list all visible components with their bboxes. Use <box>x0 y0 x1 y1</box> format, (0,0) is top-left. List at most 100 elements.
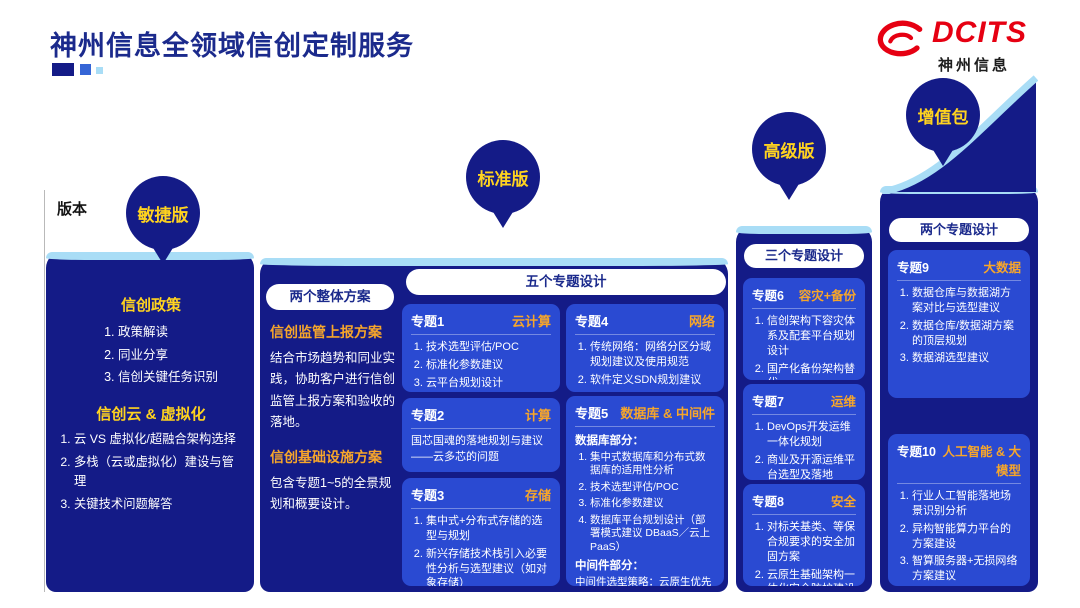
wave-decoration <box>882 75 1038 194</box>
badge-addon: 增值包 <box>906 78 980 152</box>
card-header: 专题7 运维 <box>752 391 856 415</box>
card-header: 专题9 大数据 <box>897 257 1021 281</box>
card-topic-9-big-data: 专题9 大数据 数据仓库与数据湖方案对比与选型建议 数据仓库/数据湖方案的顶层规… <box>888 250 1030 398</box>
deco-square-2 <box>80 64 91 75</box>
badge-standard-label: 标准版 <box>477 169 529 189</box>
middleware-sub-label: 中间件部分： <box>575 560 644 573</box>
topic-name: 安全 <box>830 495 856 509</box>
list-item: 商业及开源运维平台选型及落地 <box>767 453 856 480</box>
list-item: 技术选型评估/POC <box>426 340 551 355</box>
list-item: 异构智能算力平台的方案建设 <box>912 522 1021 552</box>
card-topic-5-database-middleware: 专题5 数据库 & 中间件 数据库部分： 集中式数据库和分布式数据库的适用性分析… <box>566 396 724 586</box>
topic-id: 专题6 <box>752 289 784 303</box>
topic-list: 行业人工智能落地场景识别分析 异构智能算力平台的方案建设 智算服务器+无损网络方… <box>897 489 1021 586</box>
database-sub-label: 数据库部分： <box>575 435 644 447</box>
list-item: 行业人工智能落地场景识别分析 <box>912 489 1021 519</box>
card-topic-10-ai-large-model: 专题10 人工智能 & 大模型 行业人工智能落地场景识别分析 异构智能算力平台的… <box>888 434 1030 586</box>
list-item: 集中式数据库和分布式数据库的适用性分析 <box>590 451 715 478</box>
block-title-infrastructure: 信创基础设施方案 <box>270 449 382 465</box>
pill-five-topics: 五个专题设计 <box>406 269 726 295</box>
panel-agile: 信创政策 政策解读 同业分享 信创关键任务识别 信创云 & 虚拟化 云 VS 虚… <box>46 252 254 592</box>
topic-id: 专题10 <box>897 445 936 459</box>
list-item: 传统网络：网络分区分域规划建议及使用规范 <box>590 340 715 370</box>
panel-addon: 两个专题设计 专题9 大数据 数据仓库与数据湖方案对比与选型建议 数据仓库/数据… <box>880 186 1038 592</box>
topic-id: 专题4 <box>575 314 609 329</box>
card-topic-2-computing: 专题2 计算 国芯国魂的落地规划与建议——云多芯的问题 <box>402 398 560 472</box>
card-topic-4-network: 专题4 网络 传统网络：网络分区分域规划建议及使用规范 软件定义SDN规划建议 <box>566 304 724 392</box>
topic-list: 数据仓库与数据湖方案对比与选型建议 数据仓库/数据湖方案的顶层规划 数据湖选型建… <box>897 286 1021 366</box>
list-item: 云原生基础架构一体化安全防护建设方案 <box>767 568 856 586</box>
card-topic-8-security: 专题8 安全 对标关基类、等保合规要求的安全加固方案 云原生基础架构一体化安全防… <box>743 484 865 586</box>
card-topic-6-disaster-recovery-backup: 专题6 容灾+备份 信创架构下容灾体系及配套平台规划设计 国产化备份架构替代 <box>743 278 865 380</box>
topic-list: 传统网络：网络分区分域规划建议及使用规范 软件定义SDN规划建议 <box>575 340 715 388</box>
list-item: DevOps开发运维一体化规划 <box>767 420 856 450</box>
panel-standard: 两个整体方案 信创监管上报方案 结合市场趋势和同业实践，协助客户进行信创监管上报… <box>260 258 728 592</box>
list-item: 数据仓库与数据湖方案对比与选型建议 <box>912 286 1021 316</box>
pill-three-topics: 三个专题设计 <box>744 244 864 268</box>
list-item: 数据湖选型建议 <box>912 351 1021 366</box>
logo-brand-text: DCITS <box>932 16 1027 49</box>
card-header: 专题1 云计算 <box>411 311 551 335</box>
deco-square-3 <box>96 67 103 74</box>
list-item: 关键技术问题解答 <box>74 495 246 514</box>
topic-name: 存储 <box>524 488 551 503</box>
topic-id: 专题5 <box>575 406 609 421</box>
cloud-list: 云 VS 虚拟化/超融合架构选择 多栈（云或虚拟化）建设与管理 关键技术问题解答 <box>56 430 246 514</box>
list-item: 云平台规划设计 <box>426 376 551 391</box>
list-item: 集中式+分布式存储的选型与规划 <box>426 514 551 544</box>
list-item: 同业分享 <box>118 344 246 367</box>
badge-agile-label: 敏捷版 <box>137 205 189 225</box>
list-item: 标准化参数建议 <box>590 497 715 510</box>
card-header: 专题4 网络 <box>575 311 715 335</box>
section-title-cloud: 信创云 & 虚拟化 <box>96 405 206 423</box>
list-item: 多栈（云或虚拟化）建设与管理 <box>74 453 246 491</box>
dcits-logo-icon <box>877 20 923 57</box>
card-header: 专题10 人工智能 & 大模型 <box>897 441 1021 484</box>
list-item: 新兴存储技术栈引入必要性分析与选型建议（如对象存储） <box>426 547 551 586</box>
card-header: 专题2 计算 <box>411 405 551 429</box>
badge-standard: 标准版 <box>466 140 540 214</box>
topic-id: 专题8 <box>752 495 784 509</box>
topic-id: 专题7 <box>752 395 784 409</box>
card-topic-7-operations: 专题7 运维 DevOps开发运维一体化规划 商业及开源运维平台选型及落地 <box>743 384 865 480</box>
topic-name: 人工智能 & 大模型 <box>942 445 1021 478</box>
card-topic-1-cloud-computing: 专题1 云计算 技术选型评估/POC 标准化参数建议 云平台规划设计 <box>402 304 560 392</box>
list-item: 国产化备份架构替代 <box>767 362 856 380</box>
badge-agile: 敏捷版 <box>126 176 200 250</box>
topic-name: 网络 <box>688 314 715 329</box>
list-item: 数据仓库/数据湖方案的顶层规划 <box>912 319 1021 349</box>
logo-company-text: 神州信息 <box>938 57 1011 74</box>
deco-square-1 <box>52 63 74 76</box>
card-header: 专题3 存储 <box>411 485 551 509</box>
policy-list: 政策解读 同业分享 信创关键任务识别 <box>56 321 246 389</box>
axis-line <box>44 190 45 592</box>
topic-name: 运维 <box>830 395 856 409</box>
topic-list: 信创架构下容灾体系及配套平台规划设计 国产化备份架构替代 <box>752 314 856 380</box>
dcits-logo: DCITS 神州信息 <box>874 16 1046 78</box>
block-body-infrastructure: 包含专题1~5的全景规划和概要设计。 <box>270 476 392 512</box>
topic-id: 专题1 <box>411 314 445 329</box>
pill-overall-plans: 两个整体方案 <box>266 284 394 310</box>
topic-id: 专题3 <box>411 488 445 503</box>
database-list: 集中式数据库和分布式数据库的适用性分析 技术选型评估/POC 标准化参数建议 数… <box>575 451 715 554</box>
pill-two-topics: 两个专题设计 <box>889 218 1029 242</box>
topic-list: 技术选型评估/POC 标准化参数建议 云平台规划设计 <box>411 340 551 391</box>
badge-addon-label: 增值包 <box>917 107 969 127</box>
list-item: 技术选型评估/POC <box>590 481 715 494</box>
list-item: 信创架构下容灾体系及配套平台规划设计 <box>767 314 856 359</box>
topic-name: 大数据 <box>983 261 1021 275</box>
topic-name: 容灾+备份 <box>798 289 856 303</box>
list-item: 政策解读 <box>118 321 246 344</box>
list-item: 信创关键任务识别 <box>118 366 246 389</box>
panel-advanced: 三个专题设计 专题6 容灾+备份 信创架构下容灾体系及配套平台规划设计 国产化备… <box>736 226 872 592</box>
badge-advanced-label: 高级版 <box>763 141 815 161</box>
card-header: 专题6 容灾+备份 <box>752 285 856 309</box>
badge-advanced: 高级版 <box>752 112 826 186</box>
list-item: 数据库平台规划设计（部署模式建议 DBaaS／云上PaaS） <box>590 514 715 554</box>
list-item: 智算服务器+无损网络方案建议 <box>912 554 1021 584</box>
card-topic-3-storage: 专题3 存储 集中式+分布式存储的选型与规划 新兴存储技术栈引入必要性分析与选型… <box>402 478 560 586</box>
list-item: 标准化参数建议 <box>426 358 551 373</box>
topic-body: 国芯国魂的落地规划与建议——云多芯的问题 <box>411 435 543 463</box>
block-body-regulatory: 结合市场趋势和同业实践，协助客户进行信创监管上报方案和验收的落地。 <box>270 351 396 429</box>
